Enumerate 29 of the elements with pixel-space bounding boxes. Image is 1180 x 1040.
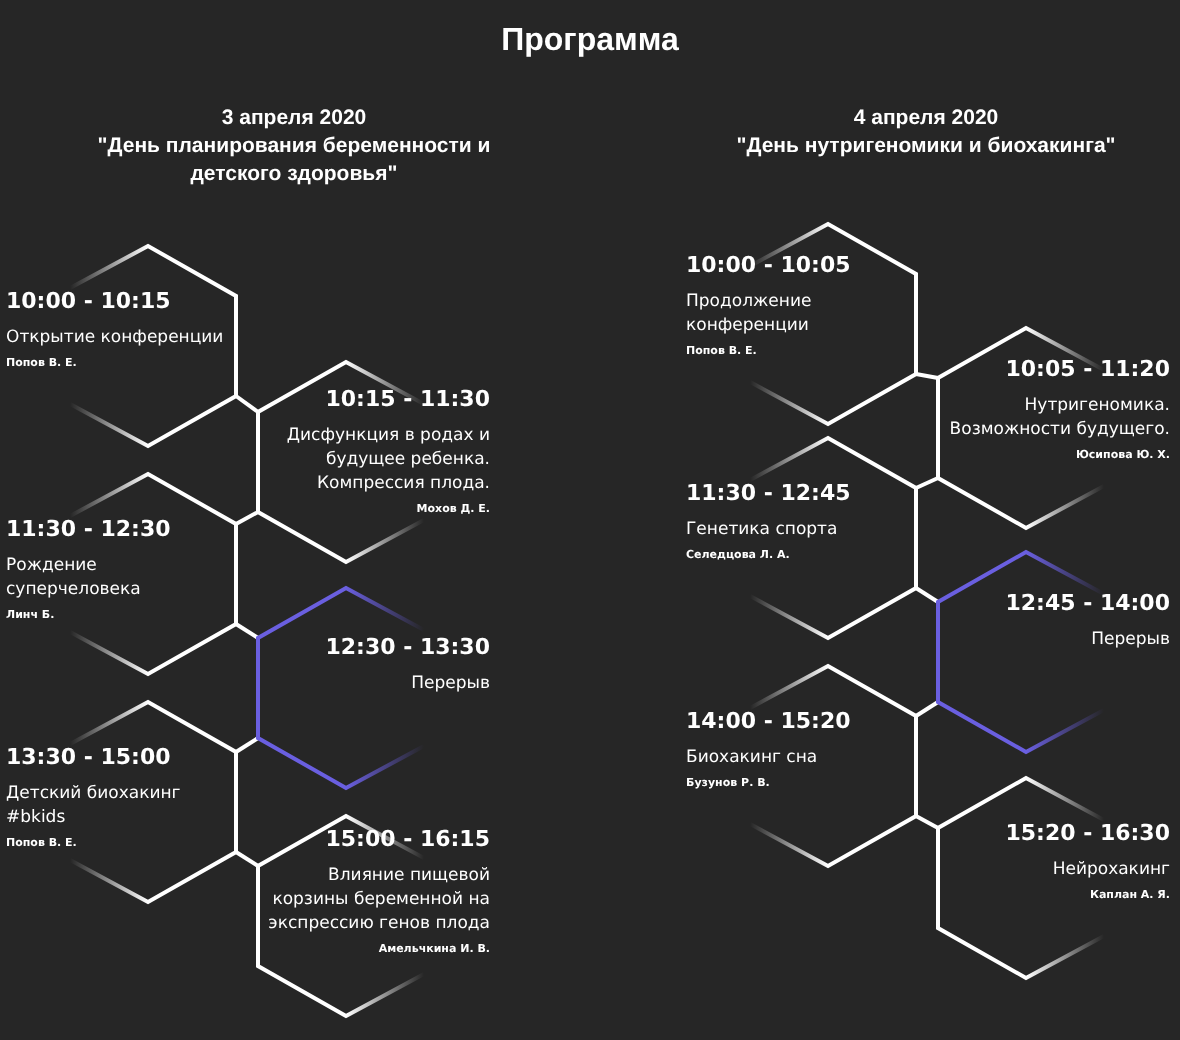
day-date: 4 апреля 2020 [851, 104, 1001, 132]
day-theme: "День планирования беременности и детского здоровья" [95, 132, 493, 188]
time-range: 10:00 - 10:05 [686, 252, 851, 278]
time-range: 11:30 - 12:45 [686, 480, 851, 506]
session-title: Рождение суперчеловека [6, 554, 143, 602]
time-range: 10:00 - 10:15 [6, 288, 171, 314]
session-title: Нейрохакинг [1050, 858, 1170, 882]
time-range: 13:30 - 15:00 [6, 744, 171, 770]
session-title: Перерыв [409, 672, 490, 696]
time-range: 12:30 - 13:30 [325, 634, 490, 660]
time-range: 14:00 - 15:20 [686, 708, 851, 734]
day-date: 3 апреля 2020 [219, 104, 369, 132]
time-range: 15:00 - 16:15 [325, 826, 490, 852]
session-title: Открытие конференции [6, 326, 226, 350]
time-range: 11:30 - 12:30 [6, 516, 171, 542]
time-range: 10:15 - 11:30 [325, 386, 490, 412]
session-title: Дисфункция в родах и будущее ребенка. Компрессия плода. [284, 424, 490, 496]
session-title: Перерыв [1089, 628, 1170, 652]
time-range: 10:05 - 11:20 [1005, 356, 1170, 382]
time-range: 15:20 - 16:30 [1005, 820, 1170, 846]
session-title: Биохакинг сна [686, 746, 820, 770]
day-theme: "День нутригеномики и биохакинга" [734, 132, 1118, 160]
session-title: Детский биохакинг #bkids [6, 782, 183, 830]
session-title: Генетика спорта [686, 518, 840, 542]
page-title: Программа [499, 24, 681, 60]
session-title: Продолжение конференции [686, 290, 814, 338]
session-title: Нутригеномика. Возможности будущего. [947, 394, 1170, 442]
session-title: Влияние пищевой корзины беременной на экспрессию генов плода [266, 864, 490, 936]
time-range: 12:45 - 14:00 [1005, 590, 1170, 616]
